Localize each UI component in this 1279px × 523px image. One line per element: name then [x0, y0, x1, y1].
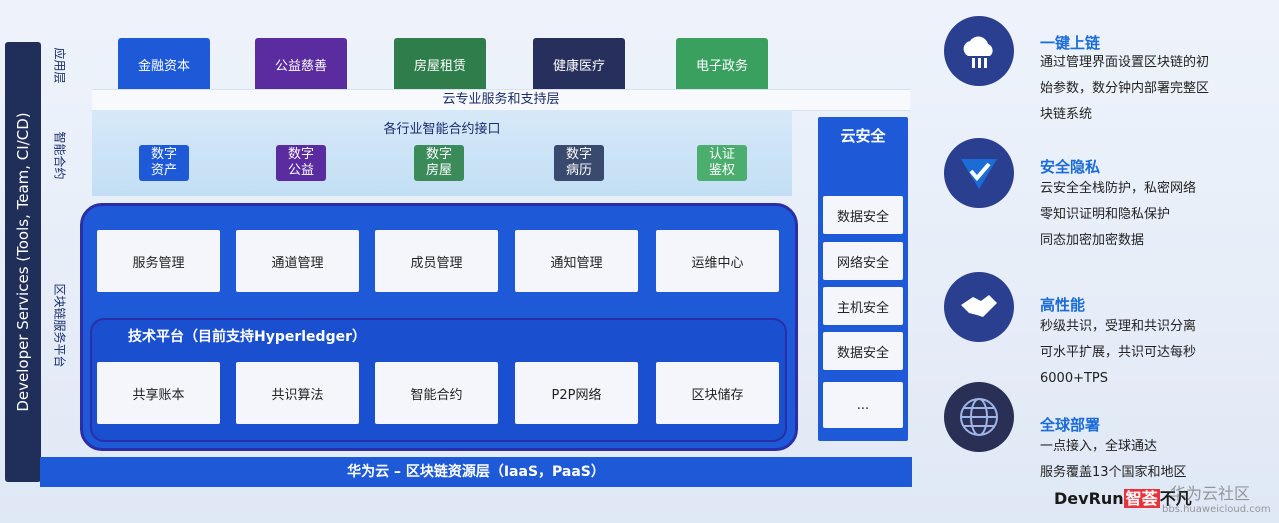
feature-desc-security: 云安全全栈防护，私密网络零知识证明和隐私保护同态加密加密数据 [1040, 181, 1197, 248]
asset-tile-auth[interactable]: 认证 鉴权 [697, 145, 747, 181]
mgmt-member[interactable]: 成员管理 [375, 230, 498, 292]
layer-label-app: 应用层 [52, 46, 67, 84]
tech-storage[interactable]: 区块储存 [656, 362, 779, 424]
sec-network[interactable]: 网络安全 [823, 242, 903, 280]
asset-tile-digital-record[interactable]: 数字 病历 [554, 145, 604, 181]
tech-consensus[interactable]: 共识算法 [236, 362, 359, 424]
tech-platform-title: 技术平台（目前支持Hyperledger） [128, 329, 366, 345]
asset-tile-digital-house[interactable]: 数字 房屋 [414, 145, 464, 181]
feature-desc-oneclick: 通过管理界面设置区块链的初始参数，数分钟内部署完整区块链系统 [1040, 55, 1210, 122]
mgmt-notify[interactable]: 通知管理 [515, 230, 638, 292]
cloud-upload-icon [944, 16, 1014, 86]
globe-icon [944, 382, 1014, 452]
cloud-security-title: 云安全 [840, 127, 886, 145]
developer-services-bar: Developer Services (Tools, Team, CI/CD) [5, 42, 41, 482]
app-tile-egov[interactable]: 电子政务 [676, 38, 768, 90]
watermark: 华为云社区 [1170, 484, 1251, 503]
contract-interface-title: 各行业智能合约接口 [383, 122, 501, 137]
developer-services-label: Developer Services (Tools, Team, CI/CD) [14, 112, 32, 412]
sec-host[interactable]: 主机安全 [823, 287, 903, 325]
layer-label-platform: 区块链服务平台 [52, 282, 67, 368]
tech-smart-contract[interactable]: 智能合约 [375, 362, 498, 424]
watermark-url: bbs.huaweicloud.com [1162, 504, 1271, 515]
app-tile-rental[interactable]: 房屋租赁 [394, 38, 486, 90]
app-tile-health[interactable]: 健康医疗 [533, 38, 625, 90]
service-support-layer: 云专业服务和支持层 [92, 89, 910, 111]
asset-tile-digital-charity[interactable]: 数字 公益 [276, 145, 326, 181]
feature-title-oneclick: 一键上链 [1040, 34, 1101, 52]
mgmt-ops[interactable]: 运维中心 [656, 230, 779, 292]
feature-title-global: 全球部署 [1040, 416, 1101, 434]
feature-desc-global: 一点接入，全球通达服务覆盖13个国家和地区 [1040, 439, 1187, 480]
asset-tile-digital-asset[interactable]: 数字 资产 [139, 145, 189, 181]
shield-check-icon [944, 138, 1014, 208]
mgmt-service[interactable]: 服务管理 [97, 230, 220, 292]
sec-more[interactable]: ... [823, 382, 903, 428]
app-tile-finance[interactable]: 金融资本 [118, 38, 210, 90]
app-tile-charity[interactable]: 公益慈善 [255, 38, 347, 90]
handshake-icon [944, 272, 1014, 342]
tech-ledger[interactable]: 共享账本 [97, 362, 220, 424]
sec-data[interactable]: 数据安全 [823, 196, 903, 234]
feature-title-security: 安全隐私 [1040, 158, 1101, 176]
mgmt-channel[interactable]: 通道管理 [236, 230, 359, 292]
feature-title-performance: 高性能 [1040, 296, 1086, 314]
layer-label-contract: 智能合约 [52, 130, 67, 180]
tech-p2p[interactable]: P2P网络 [515, 362, 638, 424]
resource-layer: 华为云 – 区块链资源层（IaaS，PaaS） [40, 457, 912, 487]
sec-data-2[interactable]: 数据安全 [823, 332, 903, 370]
